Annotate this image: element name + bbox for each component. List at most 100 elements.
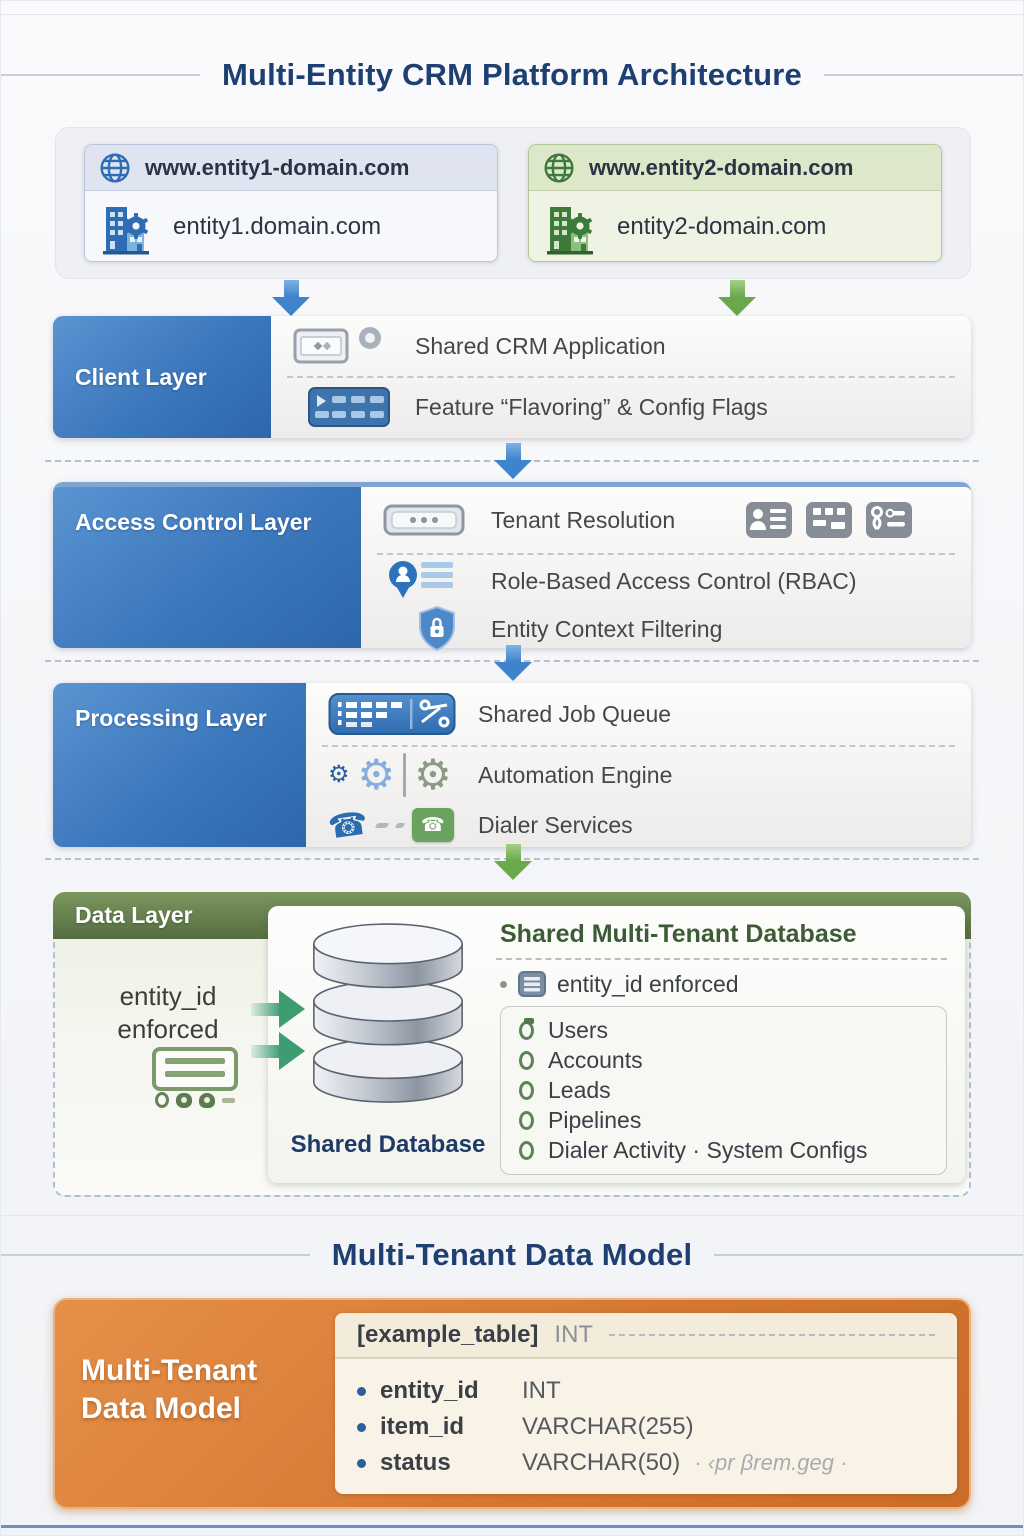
title-side-line <box>1 74 201 76</box>
table-list: Users Accounts Leads Pipelines Dialer Ac… <box>500 1006 947 1175</box>
example-table-body: entity_id INT item_id VARCHAR(255) statu… <box>335 1359 957 1481</box>
processing-row-dialer: ☎ ☎ Dialer Services <box>306 801 971 849</box>
decorative-glyphs <box>155 1092 235 1108</box>
enforced-bullet-label: entity_id enforced <box>557 970 739 997</box>
client-row-flags-label: Feature “Flavoring” & Config Flags <box>415 393 768 420</box>
table-rows-icon <box>518 971 546 997</box>
row-divider <box>377 553 955 555</box>
bullet-dot <box>500 980 507 988</box>
client-row-app-label: Shared CRM Application <box>415 332 666 359</box>
panel-divider <box>496 958 947 960</box>
database-cylinder-icon <box>313 923 463 1103</box>
client-row-app: Shared CRM Application <box>271 316 971 376</box>
table-name: Accounts <box>548 1047 643 1073</box>
enforced-arrow-1 <box>251 990 307 1028</box>
database-panel: Shared Database Shared Multi-Tenant Data… <box>268 906 965 1183</box>
top-faint-line <box>1 14 1023 15</box>
example-table-name: [example_table] <box>357 1321 539 1348</box>
table-list-item: Users <box>519 1017 928 1044</box>
domain-card-entity1: www.entity1-domain.com <box>84 144 498 262</box>
entity2-url: www.entity2-domain.com <box>589 154 854 180</box>
signal-dash-icon <box>394 822 406 828</box>
title-side-line <box>1 1254 310 1256</box>
column-bullet <box>357 1422 366 1432</box>
table-name: Users <box>548 1017 609 1043</box>
table-list-item: Dialer Activity · System Configs <box>519 1137 928 1164</box>
column-row: entity_id INT <box>357 1373 935 1409</box>
data-model-label-line1: Multi-Tenant <box>81 1354 258 1387</box>
flow-arrow-access-to-processing <box>494 645 532 681</box>
ring-icon <box>519 1111 534 1130</box>
divider-bar-icon <box>403 753 407 797</box>
access-row-filtering-label: Entity Context Filtering <box>491 615 723 642</box>
dialer-monitor-icon: ☎ <box>411 808 454 842</box>
processing-row-queue-label: Shared Job Queue <box>478 700 672 727</box>
pin-user-list-icon <box>389 561 453 598</box>
client-layer: Client Layer Shared CRM Application <box>53 316 971 438</box>
processing-layer-label: Processing Layer <box>53 683 306 847</box>
enforced-bullet-row: entity_id enforced <box>500 970 739 998</box>
flow-arrow-client-to-access <box>494 443 532 479</box>
access-row-rbac: Role-Based Access Control (RBAC) <box>361 557 971 605</box>
entity2-url-row: www.entity2-domain.com <box>529 145 941 191</box>
title-side-line <box>824 74 1023 76</box>
browser-window-icon <box>293 328 349 364</box>
data-panel-title: Shared Multi-Tenant Database <box>500 920 857 948</box>
client-row-flags: Feature “Flavoring” & Config Flags <box>271 378 971 436</box>
secondary-title: Multi-Tenant Data Model <box>331 1237 693 1272</box>
client-layer-label: Client Layer <box>53 316 271 438</box>
green-gear-icon: ⚙ <box>414 751 452 798</box>
address-bar-icon <box>383 504 465 536</box>
data-model-box: Multi-Tenant Data Model [example_table] … <box>53 1298 971 1509</box>
column-type: VARCHAR(255) <box>522 1413 694 1440</box>
column-note: · ‹pr βrem.geg · <box>694 1450 848 1475</box>
processing-layer: Processing Layer <box>53 683 971 847</box>
table-list-item: Accounts <box>519 1047 928 1074</box>
column-name: item_id <box>380 1413 465 1440</box>
table-name: Pipelines <box>548 1107 642 1133</box>
globe-icon <box>544 152 574 183</box>
domain-cards-container: www.entity1-domain.com <box>55 127 971 279</box>
entity1-url: www.entity1-domain.com <box>145 154 410 180</box>
data-layer: Data Layer entity_id enforced <box>53 892 971 1197</box>
column-name: entity_id <box>380 1377 479 1404</box>
job-queue-icon <box>328 693 456 735</box>
shared-database-label: Shared Database <box>290 1131 486 1158</box>
bottom-accent-line <box>1 1525 1023 1528</box>
table-list-item: Leads <box>519 1077 928 1104</box>
keypad-icon <box>806 502 852 538</box>
section-faint-line <box>1 1215 1023 1216</box>
access-layer-content: Tenant Resolution <box>361 487 971 652</box>
flow-arrow-processing-to-data <box>494 844 532 880</box>
ring-icon-users <box>519 1018 534 1040</box>
column-bullet <box>357 1458 366 1468</box>
globe-icon <box>100 152 130 183</box>
radio-ring-icon <box>359 327 381 349</box>
table-name: Leads <box>548 1077 611 1103</box>
flow-arrow-entity2-down <box>718 280 756 316</box>
record-list-icon <box>152 1047 238 1091</box>
column-name: status <box>380 1449 451 1476</box>
ring-icon <box>519 1141 534 1160</box>
large-gear-icon: ⚙ <box>357 751 396 798</box>
flow-arrow-entity1-down <box>272 280 310 316</box>
processing-row-automation: ⚙ ⚙ ⚙ Automation Engine <box>306 749 971 801</box>
page-title: Multi-Entity CRM Platform Architecture <box>222 57 802 92</box>
ring-icon <box>519 1051 534 1070</box>
user-card-icon <box>746 502 792 538</box>
column-type: VARCHAR(50) <box>522 1449 681 1476</box>
data-layer-label: Data Layer <box>75 902 193 928</box>
column-bullet <box>357 1386 366 1396</box>
access-row-tenant-label: Tenant Resolution <box>491 506 676 533</box>
header-dashed-line <box>609 1334 935 1336</box>
row-divider <box>322 745 955 747</box>
shield-lock-icon <box>419 605 455 652</box>
signal-dash-icon <box>374 822 390 828</box>
secondary-title-row: Multi-Tenant Data Model <box>1 1237 1023 1273</box>
building-gear-icon <box>547 207 593 255</box>
data-model-label-line2: Data Model <box>81 1391 242 1425</box>
entity1-app-domain: entity1.domain.com <box>173 213 382 240</box>
entity2-app-row: entity2-domain.com <box>529 191 941 261</box>
access-row-tenant: Tenant Resolution <box>361 487 971 553</box>
table-name: Dialer Activity · System Configs <box>548 1137 868 1163</box>
